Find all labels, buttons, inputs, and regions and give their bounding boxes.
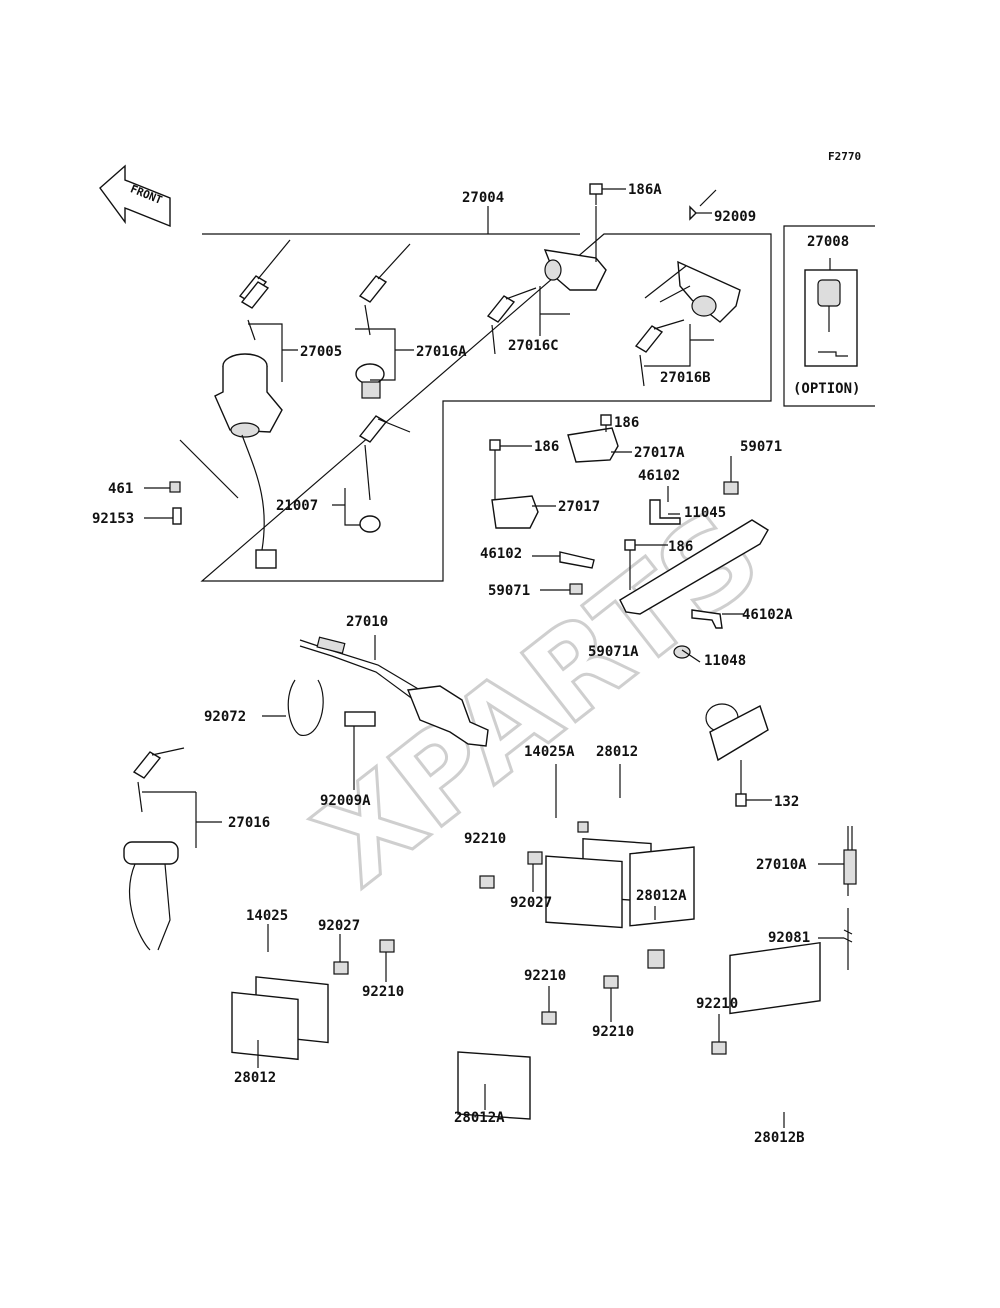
label-27017A: 27017A xyxy=(634,445,685,461)
label-28012-bottom: 28012 xyxy=(234,1070,276,1086)
label-186-top: 186 xyxy=(614,415,639,431)
label-46102-top: 46102 xyxy=(638,468,680,484)
handlebar-bracket xyxy=(619,519,769,615)
label-27010: 27010 xyxy=(346,614,388,630)
label-27017: 27017 xyxy=(558,499,600,515)
lock-27016B xyxy=(677,260,741,323)
label-28012A-top: 28012A xyxy=(636,888,687,904)
diagram-code: F2770 xyxy=(828,150,861,163)
ignition-switch xyxy=(214,353,283,569)
bracket-11045 xyxy=(649,499,681,525)
screw-186-left xyxy=(489,439,501,451)
front-arrow-icon: FRONT xyxy=(99,164,171,228)
reflector-14025 xyxy=(231,924,329,1068)
lock-27016C-cylinder xyxy=(544,259,562,281)
bracket-46102A xyxy=(691,609,723,629)
label-92009: 92009 xyxy=(714,209,756,225)
label-92027-a: 92027 xyxy=(510,895,552,911)
label-27016C: 27016C xyxy=(508,338,559,354)
spacer-92027-b xyxy=(333,961,349,975)
grommet-59071-top xyxy=(723,481,739,495)
option-box xyxy=(783,225,875,407)
reflector-28012A-top xyxy=(629,846,695,969)
label-27016B: 27016B xyxy=(660,370,711,386)
label-14025: 14025 xyxy=(246,908,288,924)
label-461: 461 xyxy=(108,481,133,497)
label-92027-b: 92027 xyxy=(318,918,360,934)
label-132: 132 xyxy=(774,794,799,810)
label-186A: 186A xyxy=(628,182,662,198)
label-27005: 27005 xyxy=(300,344,342,360)
bolt-186A xyxy=(589,183,603,195)
group-box-27004 xyxy=(200,206,772,582)
screw-186-mid xyxy=(624,539,636,551)
label-92210-d: 92210 xyxy=(592,1024,634,1040)
label-92081: 92081 xyxy=(768,930,810,946)
nut-92210-e xyxy=(711,1041,727,1055)
cable-27010A xyxy=(818,826,857,896)
nut-92210-c xyxy=(541,1011,557,1025)
screw-92009 xyxy=(689,205,697,221)
label-59071-top: 59071 xyxy=(740,439,782,455)
option-label: (OPTION) xyxy=(793,381,860,397)
label-92210-a: 92210 xyxy=(464,831,506,847)
label-186-mid: 186 xyxy=(668,539,693,555)
lock-cylinder-body xyxy=(361,381,381,399)
label-92210-c: 92210 xyxy=(524,968,566,984)
label-92009A: 92009A xyxy=(320,793,371,809)
label-28012A-bottom: 28012A xyxy=(454,1110,505,1126)
label-186-left: 186 xyxy=(534,439,559,455)
key-icon xyxy=(358,415,411,501)
cable-27010 xyxy=(299,635,489,747)
label-28012-top: 28012 xyxy=(596,744,638,760)
key-icon xyxy=(486,287,537,355)
key-icon xyxy=(634,319,685,387)
label-28012B: 28012B xyxy=(754,1130,805,1146)
nut-92210-a xyxy=(479,875,495,889)
label-27004: 27004 xyxy=(462,190,504,206)
band-92072 xyxy=(287,679,324,736)
label-92210-e: 92210 xyxy=(696,996,738,1012)
label-92153: 92153 xyxy=(92,511,134,527)
label-21007: 21007 xyxy=(276,498,318,514)
label-27010A: 27010A xyxy=(756,857,807,873)
label-27016: 27016 xyxy=(228,815,270,831)
label-14025A: 14025A xyxy=(524,744,575,760)
label-92072: 92072 xyxy=(204,709,246,725)
clamp-27017A xyxy=(567,427,619,463)
screw-92009A xyxy=(344,711,376,727)
label-27008: 27008 xyxy=(807,234,849,250)
nut-461 xyxy=(169,481,181,493)
label-46102A: 46102A xyxy=(742,607,793,623)
nut-92210-d xyxy=(603,975,619,989)
key-icon xyxy=(238,239,291,341)
bracket-132 xyxy=(705,703,772,807)
label-11048: 11048 xyxy=(704,653,746,669)
label-59071A: 59071A xyxy=(588,644,639,660)
screw-186-top xyxy=(600,414,612,426)
reflector-28012A-bottom xyxy=(457,1051,531,1120)
spring-92081 xyxy=(818,908,853,970)
clamp-27017 xyxy=(491,495,539,529)
lock-cylinder-21007 xyxy=(359,515,381,533)
lock-cylinder-27016A xyxy=(355,363,385,385)
grommet-59071-mid xyxy=(569,583,583,595)
bracket-46102 xyxy=(559,551,595,569)
label-46102-mid: 46102 xyxy=(480,546,522,562)
helmet-lock-27016 xyxy=(123,791,222,951)
bolt-92153 xyxy=(172,507,182,525)
spacer-92027-a xyxy=(527,851,543,865)
grommet-59071A xyxy=(673,645,691,659)
reflector-28012B xyxy=(729,941,821,1128)
key-icon xyxy=(132,747,185,813)
label-27016A: 27016A xyxy=(416,344,467,360)
nut-92210-b xyxy=(379,939,395,953)
key-icon xyxy=(358,243,411,336)
label-59071-mid: 59071 xyxy=(488,583,530,599)
label-92210-b: 92210 xyxy=(362,984,404,1000)
lock-27016B-cylinder xyxy=(691,295,717,317)
label-11045: 11045 xyxy=(684,505,726,521)
